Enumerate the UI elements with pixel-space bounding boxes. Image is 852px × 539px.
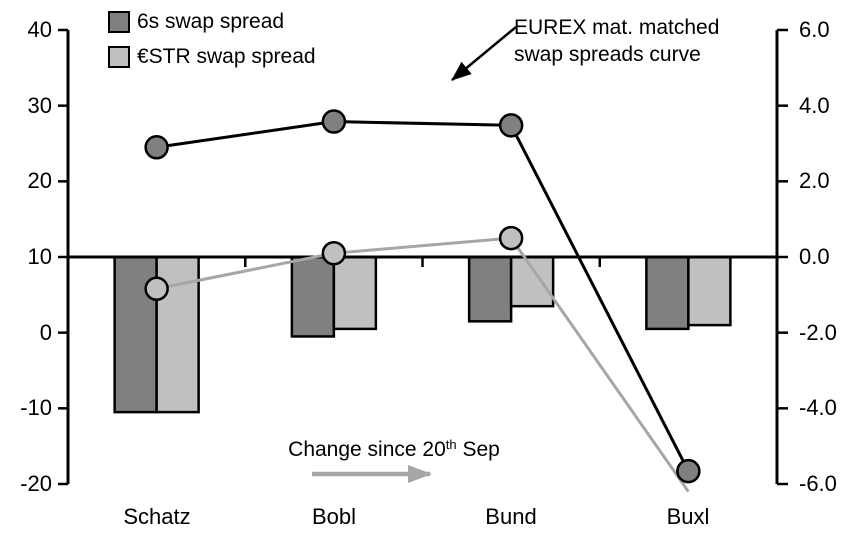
change-annotation: Change since 20th Sep [244,438,544,462]
curve-annotation-line2: swap spreads curve [514,43,701,66]
chart-line [156,236,690,493]
chart-marker [498,113,524,138]
right-axis-tick-label: 2.0 [799,168,830,193]
chart-marker [321,240,347,266]
chart-bar [645,255,690,331]
chart-bar [687,255,732,327]
legend-item-estr: €STR swap spread [108,46,316,68]
chart-bar [332,255,378,331]
legend-label: 6s swap spread [137,10,285,33]
x-axis-category-label: Schatz [123,504,191,529]
left-axis-tick-label: 40 [27,17,52,42]
left-axis-tick-label: -10 [20,395,52,420]
x-axis-category-label: Buxl [666,504,710,529]
curve-annotation-arrow [451,26,517,81]
chart-bar [509,255,555,308]
left-axis-tick-label: 30 [27,93,52,118]
legend: 6s swap spread €STR swap spread [108,11,316,81]
legend-swatch-estr-icon [108,46,130,68]
change-annotation-text: Change since 20 [288,438,446,461]
right-axis-tick-label: -2.0 [799,320,837,345]
x-axis-category-label: Bobl [311,504,357,529]
legend-label: €STR swap spread [137,45,316,68]
chart-bar [290,255,336,338]
chart-marker [144,276,169,302]
right-axis-tick-label: -4.0 [799,395,837,420]
chart-line [156,120,690,472]
right-axis-tick-label: 6.0 [799,17,830,42]
change-annotation-suffix: Sep [456,438,500,461]
chart-marker [144,135,169,160]
legend-item-6s: 6s swap spread [108,11,316,33]
left-axis-tick-label: 20 [27,168,52,193]
chart-marker [321,109,347,134]
chart-marker [676,458,701,484]
change-annotation-sup: th [445,437,457,452]
legend-swatch-6s-icon [108,11,130,33]
left-axis-tick-label: 10 [27,244,52,269]
curve-annotation: EUREX mat. matched swap spreads curve [514,14,719,68]
x-axis-category-label: Bund [485,504,537,529]
curve-annotation-line1: EUREX mat. matched [514,16,720,39]
chart-marker [498,225,524,251]
chart-bar [467,255,513,323]
right-axis-tick-label: -6.0 [799,471,837,496]
left-axis-tick-label: -20 [20,471,52,496]
right-axis-tick-label: 4.0 [799,93,830,118]
right-axis-tick-label: 0.0 [799,244,830,269]
left-axis-tick-label: 0 [39,320,52,345]
